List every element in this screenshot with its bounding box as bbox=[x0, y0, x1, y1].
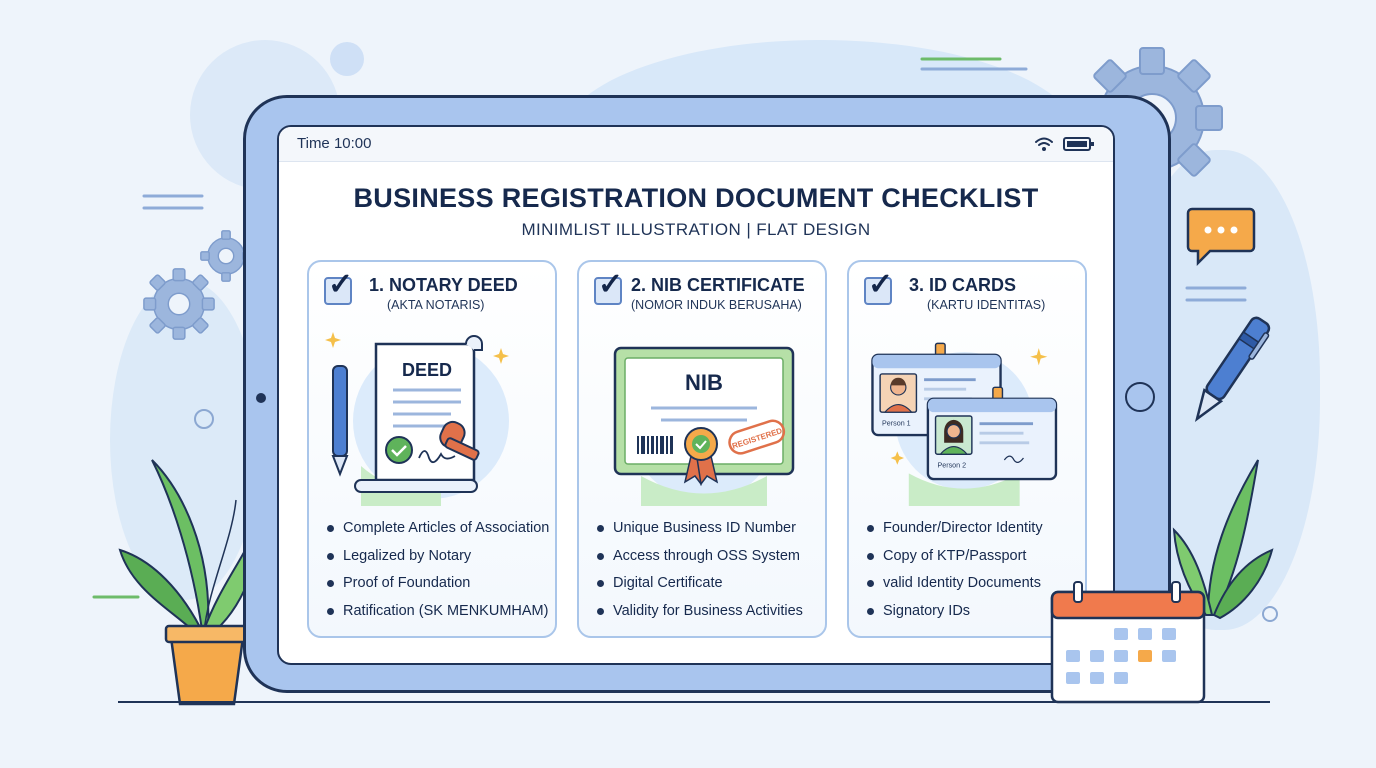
requirements-list: Founder/Director Identity Copy of KTP/Pa… bbox=[865, 518, 1043, 628]
list-item: Founder/Director Identity bbox=[865, 518, 1043, 546]
calendar-icon bbox=[1050, 581, 1206, 704]
checklist-card-nib-certificate: ✓ 2. NIB CERTIFICATE (NOMOR INDUK BERUSA… bbox=[577, 260, 827, 638]
decor-lines bbox=[1185, 286, 1247, 302]
checkbox-checked[interactable]: ✓ bbox=[594, 270, 623, 305]
camera-dot bbox=[256, 393, 266, 403]
checkbox-checked[interactable]: ✓ bbox=[864, 270, 893, 305]
list-item: Signatory IDs bbox=[865, 601, 1043, 629]
list-item: Copy of KTP/Passport bbox=[865, 546, 1043, 574]
checkmark-icon: ✓ bbox=[868, 268, 894, 301]
list-item: Legalized by Notary bbox=[325, 546, 549, 574]
chat-bubble-icon bbox=[1186, 207, 1256, 267]
plant-icon bbox=[118, 459, 263, 706]
decor-lines bbox=[920, 57, 1028, 71]
id-cards-illustration: Person 1 Person 2 bbox=[871, 342, 1058, 506]
list-item: Digital Certificate bbox=[595, 573, 803, 601]
list-item: Ratification (SK MENKUMHAM) bbox=[325, 601, 549, 629]
list-item: Access through OSS System bbox=[595, 546, 803, 574]
list-item: Validity for Business Activities bbox=[595, 601, 803, 629]
nib-label: NIB bbox=[685, 370, 723, 395]
decor-lines bbox=[92, 595, 140, 599]
pen-icon bbox=[1194, 316, 1271, 422]
decor-circle bbox=[330, 42, 364, 76]
requirements-list: Complete Articles of Association Legaliz… bbox=[325, 518, 549, 628]
floor-line bbox=[118, 701, 1270, 703]
nib-certificate-illustration: NIB REGISTERED bbox=[613, 346, 795, 506]
card-title: 2. NIB CERTIFICATE bbox=[631, 275, 805, 295]
home-button[interactable] bbox=[1125, 382, 1155, 412]
decor-ring bbox=[194, 409, 214, 429]
card-subtitle: (NOMOR INDUK BERUSAHA) bbox=[631, 298, 802, 312]
checkmark-icon: ✓ bbox=[328, 268, 354, 301]
gear-icon bbox=[143, 268, 215, 340]
status-bar: Time 10:00 bbox=[279, 127, 1113, 162]
page-subtitle: MINIMLIST ILLUSTRATION | FLAT DESIGN bbox=[521, 220, 871, 239]
list-item: Proof of Foundation bbox=[325, 573, 549, 601]
tablet-screen: Time 10:00 BUSINESS REGISTRATION DOCUMEN… bbox=[277, 125, 1115, 665]
card-subtitle: (KARTU IDENTITAS) bbox=[927, 298, 1046, 312]
card-title: 1. NOTARY DEED bbox=[369, 275, 518, 295]
card-subtitle: (AKTA NOTARIS) bbox=[387, 298, 485, 312]
person-label: Person 1 bbox=[882, 420, 911, 428]
list-item: Unique Business ID Number bbox=[595, 518, 803, 546]
requirements-list: Unique Business ID Number Access through… bbox=[595, 518, 803, 628]
list-item: valid Identity Documents bbox=[865, 573, 1043, 601]
page-title: BUSINESS REGISTRATION DOCUMENT CHECKLIST bbox=[353, 183, 1039, 213]
decor-lines bbox=[142, 194, 204, 210]
card-title: 3. ID CARDS bbox=[909, 275, 1017, 295]
checklist-card-notary-deed: ✓ 1. NOTARY DEED (AKTA NOTARIS) DEED Co bbox=[307, 260, 557, 638]
list-item: Complete Articles of Association bbox=[325, 518, 549, 546]
checkmark-icon: ✓ bbox=[598, 268, 624, 301]
battery-icon bbox=[1063, 137, 1094, 151]
checkbox-checked[interactable]: ✓ bbox=[324, 270, 353, 305]
deed-label: DEED bbox=[402, 360, 452, 380]
deed-document-illustration: DEED bbox=[325, 332, 509, 506]
checklist-card-id-cards: ✓ 3. ID CARDS (KARTU IDENTITAS) Person 1 bbox=[847, 260, 1087, 638]
wifi-icon bbox=[1035, 137, 1053, 151]
person-label: Person 2 bbox=[937, 462, 966, 470]
decor-ring bbox=[1262, 606, 1278, 622]
status-time: Time 10:00 bbox=[297, 135, 372, 152]
